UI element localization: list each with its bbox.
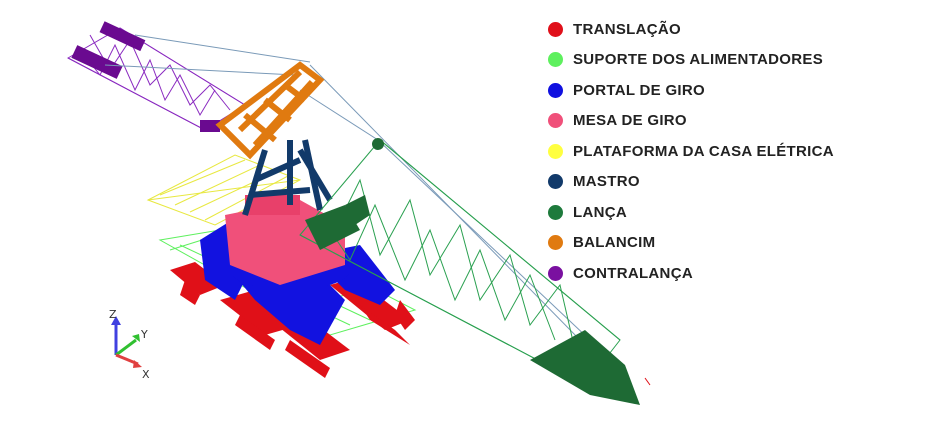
legend-item-mesa-de-giro: MESA DE GIRO xyxy=(548,106,834,137)
legend-item-label: CONTRALANÇA xyxy=(573,264,693,282)
legend-item-label: MASTRO xyxy=(573,173,640,191)
lanca-heavy-parts xyxy=(305,138,640,405)
component-legend: TRANSLAÇÃO SUPORTE DOS ALIMENTADORES POR… xyxy=(548,14,834,289)
legend-item-mastro: MASTRO xyxy=(548,167,834,198)
legend-item-plataforma-casa-eletrica: PLATAFORMA DA CASA ELÉTRICA xyxy=(548,136,834,167)
legend-swatch xyxy=(548,204,563,220)
legend-item-label: PORTAL DE GIRO xyxy=(573,81,705,99)
legend-item-lanca: LANÇA xyxy=(548,197,834,228)
legend-swatch xyxy=(548,265,563,281)
mastro xyxy=(242,139,333,216)
legend-item-label: MESA DE GIRO xyxy=(573,112,687,130)
x-axis-label: X xyxy=(142,368,150,381)
legend-swatch xyxy=(548,174,563,190)
z-axis-label: Z xyxy=(109,308,117,321)
tie-cables xyxy=(104,34,591,341)
legend-item-label: BALANCIM xyxy=(573,234,656,252)
legend-swatch xyxy=(548,52,563,68)
legend-item-translacao: TRANSLAÇÃO xyxy=(548,14,834,45)
lanca-structure xyxy=(299,139,621,386)
legend-swatch xyxy=(548,235,563,251)
legend-item-suporte-alimentadores: SUPORTE DOS ALIMENTADORES xyxy=(548,45,834,76)
legend-swatch xyxy=(548,143,563,159)
legend-swatch xyxy=(548,21,563,37)
axis-triad: Z Y X xyxy=(109,308,150,381)
legend-item-contralanca: CONTRALANÇA xyxy=(548,258,834,289)
legend-swatch xyxy=(548,82,563,98)
legend-swatch xyxy=(548,113,563,129)
legend-item-label: LANÇA xyxy=(573,203,627,221)
legend-item-portal-de-giro: PORTAL DE GIRO xyxy=(548,75,834,106)
y-axis-arrow xyxy=(115,338,137,357)
y-axis-label: Y xyxy=(140,328,148,341)
balancim xyxy=(215,61,325,160)
legend-item-label: SUPORTE DOS ALIMENTADORES xyxy=(573,51,824,69)
contralanca-blocks xyxy=(71,21,220,132)
legend-item-label: PLATAFORMA DA CASA ELÉTRICA xyxy=(573,142,834,160)
legend-item-balancim: BALANCIM xyxy=(548,228,834,259)
contralanca-structure xyxy=(66,27,246,131)
legend-item-label: TRANSLAÇÃO xyxy=(573,20,681,38)
